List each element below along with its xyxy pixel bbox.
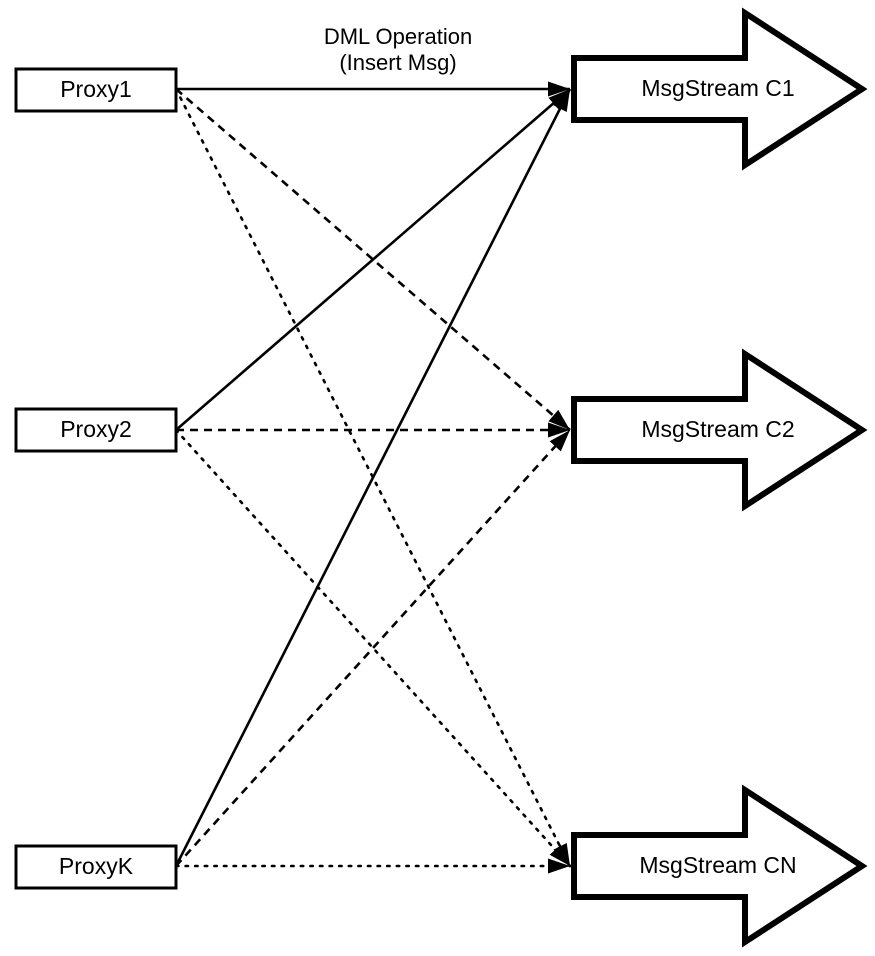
msgstream-arrow-shape-stream-c1[interactable] [571,7,868,171]
proxy-label-proxy2: Proxy2 [60,416,132,442]
dml-operation-annotation-line-2: (Insert Msg) [339,50,456,75]
arrowheads-layer [548,81,570,874]
msgstream-label-stream-cn: MsgStream CN [639,852,796,878]
proxy-label-proxy1: Proxy1 [60,76,132,102]
msgstream-arrow-shape-stream-cn[interactable] [571,784,868,948]
edge-line-dashed [175,88,571,431]
dml-operation-annotation-line-1: DML Operation [324,24,472,49]
arrowhead-proxy1-to-stream-c2 [548,409,570,430]
edge-proxyK-to-stream-c1 [174,88,572,867]
proxy-node-proxyK[interactable]: ProxyK [14,844,178,890]
proxy-box-proxy1[interactable] [14,67,178,113]
edges-layer [174,87,572,868]
arrowhead-cluster-stream-cn [548,842,570,874]
proxy-box-proxyK[interactable] [14,844,178,890]
dml-operation-annotation: DML Operation(Insert Msg) [324,24,472,75]
arrowhead-proxy2-to-stream-c2 [548,422,570,438]
edge-line-solid [175,88,571,431]
edge-proxy2-to-stream-cn [174,428,572,868]
proxy-node-proxy1[interactable]: Proxy1 [14,67,178,113]
edge-line-dotted [174,428,572,868]
edge-proxy2-to-stream-c1 [175,88,571,431]
arrowhead-proxy1-to-stream-c1 [548,81,570,97]
arrowhead-proxy2-to-stream-cn [549,844,570,866]
arrowhead-cluster-stream-c1 [548,81,570,113]
arrowhead-cluster-stream-c2 [548,409,570,452]
msgstream-label-stream-c2: MsgStream C2 [641,416,794,442]
annotations-layer: DML Operation(Insert Msg) [324,24,472,75]
msgstream-nodes-layer: MsgStream C1 MsgStream C2 MsgStream CN [571,7,868,948]
msgstream-node-stream-c1[interactable]: MsgStream C1 [571,7,868,171]
msgstream-node-stream-c2[interactable]: MsgStream C2 [571,348,868,512]
arrowhead-proxy2-to-stream-c1 [548,89,570,110]
proxy-label-proxyK: ProxyK [59,853,134,879]
arrowhead-proxyK-to-stream-c2 [549,430,570,452]
msgstream-node-stream-cn[interactable]: MsgStream CN [571,784,868,948]
edge-line-solid [174,88,572,867]
msgstream-arrow-shape-stream-c2[interactable] [571,348,868,512]
arrowhead-proxyK-to-stream-cn [548,858,570,874]
proxy-box-proxy2[interactable] [14,407,178,453]
proxy-node-proxy2[interactable]: Proxy2 [14,407,178,453]
edge-proxy1-to-stream-c2 [175,88,571,431]
msgstream-label-stream-c1: MsgStream C1 [641,75,794,101]
arrowhead-proxyK-to-stream-c1 [553,89,570,113]
